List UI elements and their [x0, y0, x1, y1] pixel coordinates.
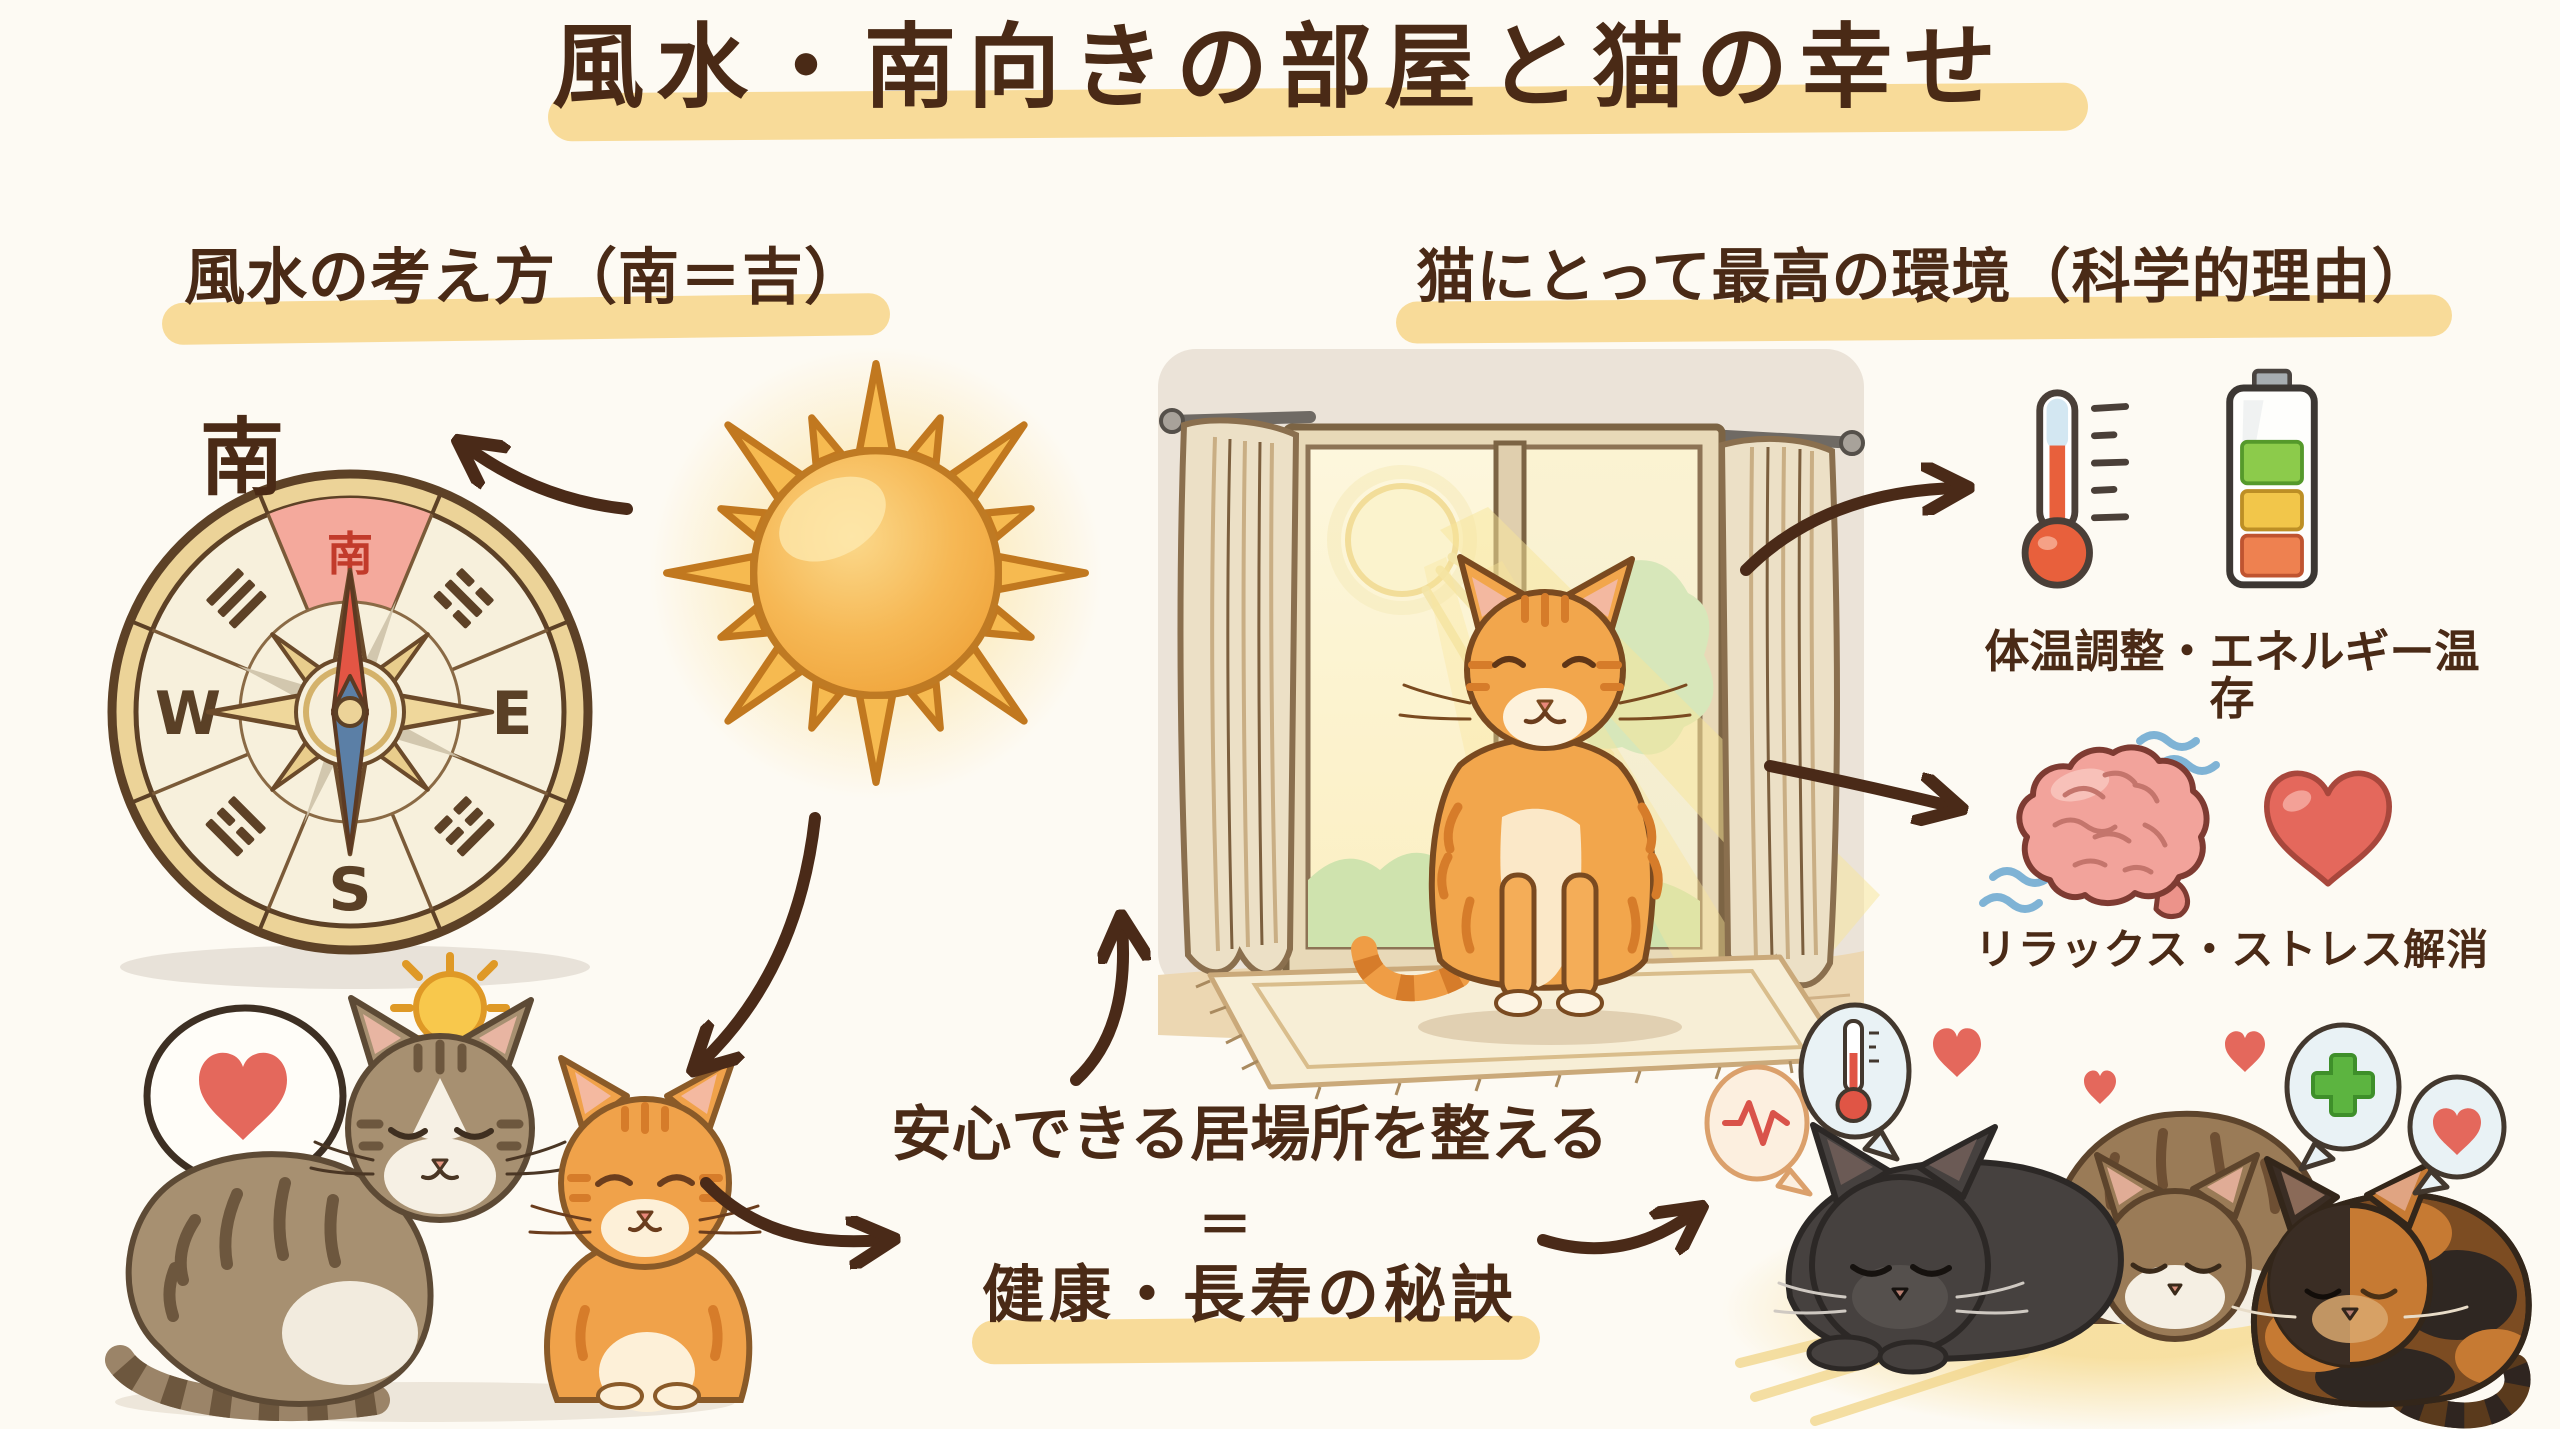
- orange-cat: [1351, 554, 1692, 1045]
- cuddling-cats-illustration: [105, 952, 762, 1422]
- conclusion-line1: 安心できる居場所を整える: [891, 1100, 1609, 1170]
- small-sun-icon: [390, 952, 510, 1064]
- heart-bubble-icon: [2407, 1074, 2507, 1196]
- benefit-temperature-label: 体温調整・エネルギー温存: [1984, 625, 2480, 726]
- sleeping-tortoiseshell-cat: [2231, 1156, 2532, 1429]
- conclusion-equals: ＝: [1198, 1194, 1252, 1257]
- pulse-icon: [1722, 1100, 1790, 1146]
- heart-icon: [2264, 770, 2392, 887]
- page-title: 風水・南向きの部屋と猫の幸せ: [551, 14, 2008, 121]
- benefit-relax-label: リラックス・ストレス解消: [1974, 925, 2490, 974]
- compass-south-letter: S: [328, 855, 371, 925]
- sleeping-black-cat: [1773, 1122, 2124, 1375]
- cross-icon: [2311, 1053, 2375, 1117]
- heart-icon-small: [2084, 1070, 2116, 1104]
- thermometer-bubble-icon: [1798, 1002, 1912, 1162]
- brown-tabby-cat: [105, 995, 571, 1422]
- right-section-heading: 猫にとって最高の環境（科学的理由）: [1416, 242, 2432, 311]
- heart-icon: [2225, 1031, 2265, 1072]
- arrow-conclusion-to-window: [1070, 928, 1123, 1086]
- heart-icon: [2433, 1108, 2481, 1155]
- feng-shui-compass-icon: 南 W E S: [107, 469, 593, 989]
- brain-icon: [1979, 731, 2220, 919]
- thermometer-icon: [2021, 389, 2130, 589]
- south-direction-label: 南: [199, 409, 284, 507]
- left-section-heading: 風水の考え方（南＝吉）: [183, 242, 866, 313]
- pulse-bubble-icon: [1704, 1064, 1813, 1197]
- heart-icon: [199, 1052, 287, 1140]
- compass-east-label: E: [492, 679, 533, 749]
- orange-kitten: [528, 1055, 762, 1412]
- heart-icon: [1933, 1028, 1981, 1077]
- medical-cross-bubble-icon: [2284, 1022, 2402, 1172]
- sun-icon: [650, 347, 1102, 799]
- conclusion-line2: 健康・長寿の秘訣: [981, 1258, 1518, 1331]
- trigram-marks: [205, 568, 495, 857]
- sleeping-cats-illustration: [1704, 1002, 2538, 1429]
- battery-icon: [2226, 368, 2318, 589]
